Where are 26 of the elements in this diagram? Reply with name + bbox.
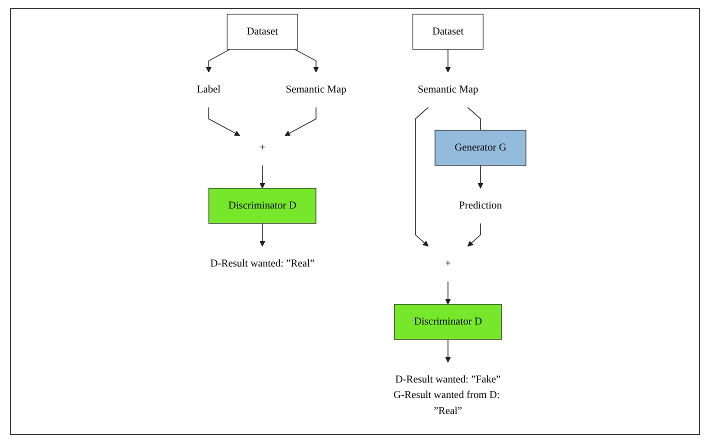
node-text: + [259,142,266,154]
node-text: Semantic Map [418,84,478,96]
node-text: + [445,258,451,270]
arrow [294,49,319,72]
node-box: Dataset [226,14,298,50]
node-text: D-Result wanted: ”Real” [210,258,314,270]
arrow [415,107,429,247]
arrow [478,165,484,189]
node-box: Discriminator D [208,188,316,224]
arrow [284,107,316,136]
node-text: Label [196,84,221,96]
node-text: D-Result wanted: ”Fake” G-Result wanted from D: ”Real” [394,374,501,416]
arrow [208,107,240,136]
node-box: Generator G [434,130,526,166]
node-text: Semantic Map [286,84,346,96]
arrow [467,223,481,247]
arrow [445,281,451,305]
node-box: Discriminator D [394,304,502,340]
arrow [206,49,230,72]
arrow [445,49,451,72]
arrow [445,339,451,363]
connector [467,107,481,131]
arrow [260,165,266,189]
node-text: Prediction [459,200,502,212]
arrow [260,223,266,247]
node-box: Dataset [412,14,484,50]
